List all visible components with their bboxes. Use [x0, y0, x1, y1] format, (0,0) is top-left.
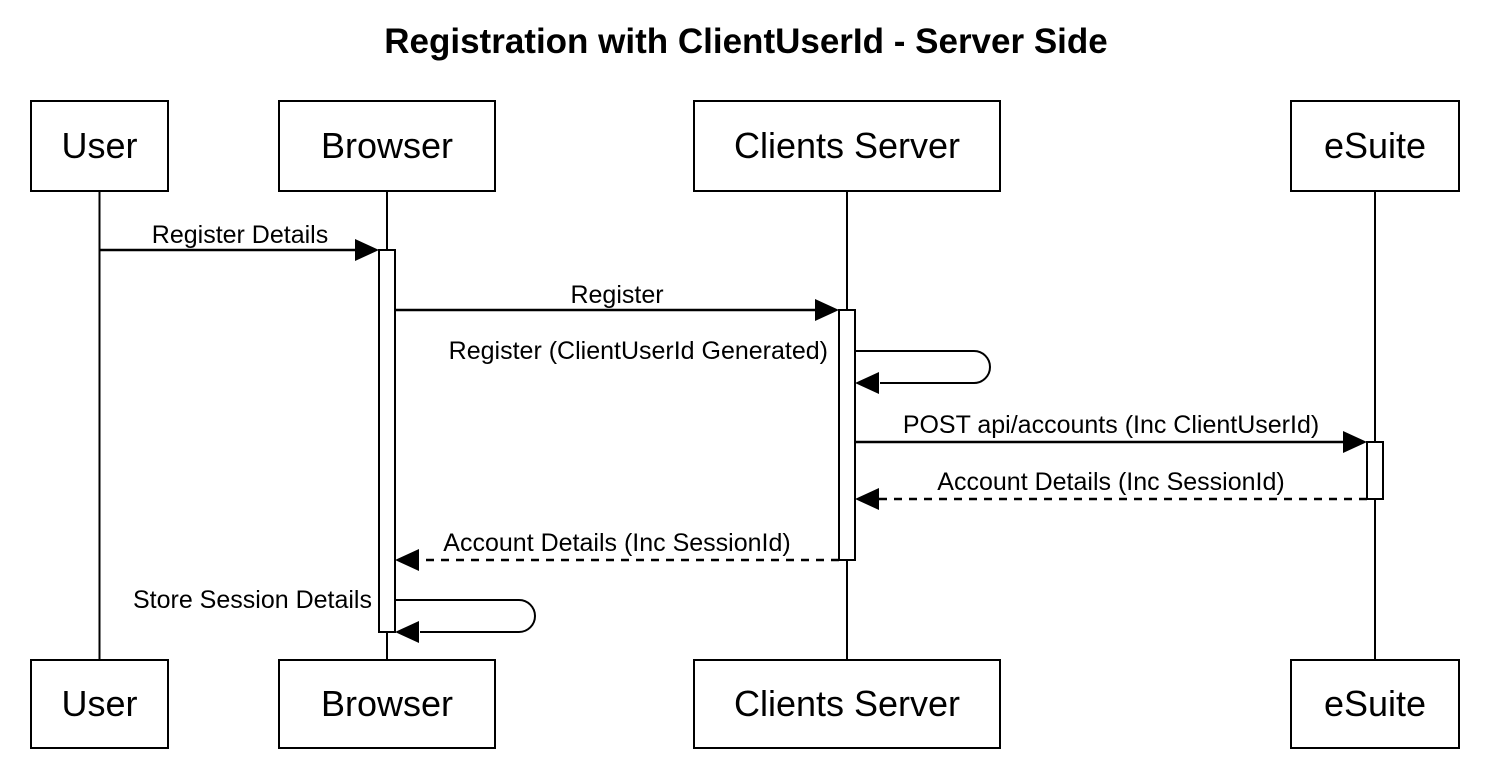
participant-top-user: User [30, 100, 169, 192]
arrowhead-icon [395, 621, 419, 643]
participant-bottom-esuite: eSuite [1290, 659, 1460, 749]
participant-bottom-browser: Browser [278, 659, 496, 749]
arrowhead-icon [1343, 431, 1367, 453]
arrowhead-icon [815, 299, 839, 321]
message-self-loop-browser [395, 599, 536, 643]
message-label-register-clientuserid-generated: Register (ClientUserId Generated) [448, 337, 828, 365]
participant-label: Clients Server [733, 125, 961, 166]
message-label-store-session-details: Store Session Details [132, 586, 372, 614]
message-label-register: Register [570, 281, 664, 309]
message-arrow-register-details [100, 239, 379, 261]
arrowhead-icon [395, 549, 419, 571]
activation-esuite [1366, 441, 1384, 500]
message-label-register-details: Register Details [151, 221, 329, 249]
participant-bottom-clients-server: Clients Server [693, 659, 1001, 749]
arrowhead-icon [855, 372, 879, 394]
participant-label: Browser [320, 683, 454, 724]
message-label-post-api-accounts: POST api/accounts (Inc ClientUserId) [902, 411, 1320, 439]
diagram-title: Registration with ClientUserId - Server … [384, 22, 1108, 61]
participant-label: eSuite [1323, 683, 1427, 724]
participant-label: eSuite [1323, 125, 1427, 166]
participant-label: Clients Server [733, 683, 961, 724]
participant-label: User [61, 683, 138, 724]
participant-label: Browser [320, 125, 454, 166]
activation-clients-server [838, 309, 856, 561]
message-arrow-account-details-to-server [855, 488, 1367, 510]
message-label-account-details-to-server: Account Details (Inc SessionId) [937, 468, 1285, 496]
participant-top-clients-server: Clients Server [693, 100, 1001, 192]
arrowhead-icon [855, 488, 879, 510]
message-arrow-post-api-accounts [855, 431, 1367, 453]
participant-bottom-user: User [30, 659, 169, 749]
activation-browser [378, 249, 396, 633]
message-label-account-details-to-browser: Account Details (Inc SessionId) [443, 529, 791, 557]
participant-top-esuite: eSuite [1290, 100, 1460, 192]
message-arrow-register [395, 299, 839, 321]
message-arrow-account-details-to-browser [395, 549, 839, 571]
participant-top-browser: Browser [278, 100, 496, 192]
participant-label: User [61, 125, 138, 166]
message-self-loop-clients-server [855, 350, 991, 394]
arrowhead-icon [355, 239, 379, 261]
